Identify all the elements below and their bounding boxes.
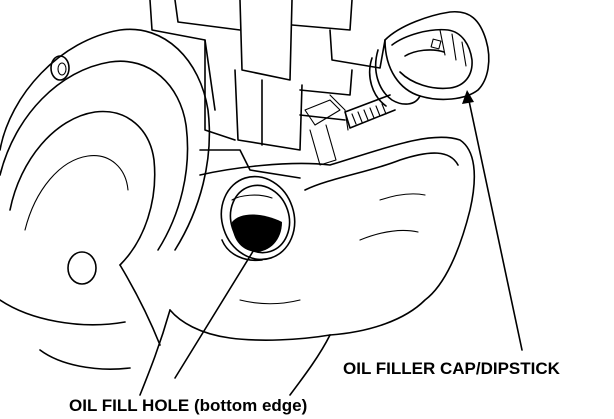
crankcase-body [139,136,476,396]
hole-label: OIL FILL HOLE (bottom edge) [69,396,307,415]
engine-housing [149,0,386,179]
oil-fill-hole [220,175,296,262]
callout-lines [174,90,523,379]
hole-arrowhead [252,236,264,249]
engine-cover [0,28,211,370]
cap-arrowhead [462,90,474,104]
cap-label: OIL FILLER CAP/DIPSTICK [343,359,561,378]
oil-filler-cap [344,11,490,129]
